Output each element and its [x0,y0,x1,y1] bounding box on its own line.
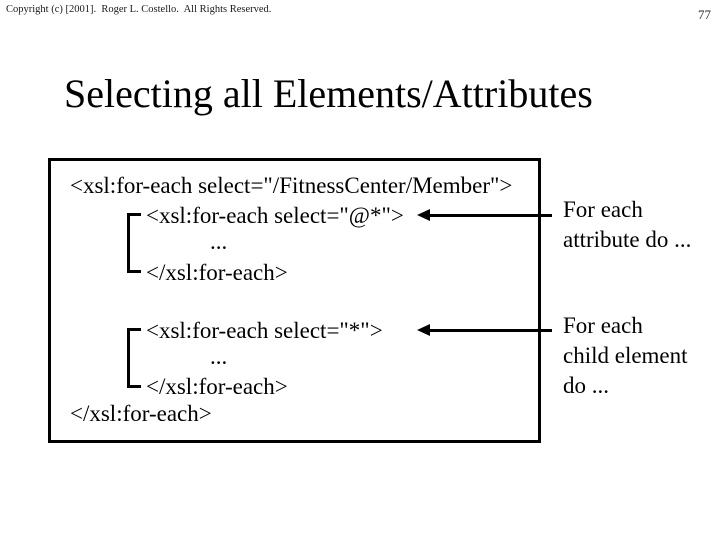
code-line-outer-open: <xsl:for-each select="/FitnessCenter/Mem… [70,173,513,198]
annotation-line: For each [563,313,643,338]
arrow-line [428,329,552,332]
annotation-attribute: For each attribute do ... [563,195,691,255]
code-line-attr-close: </xsl:for-each> [146,260,288,285]
group-bracket-icon [127,213,141,273]
annotation-line: child element [563,343,688,368]
code-line-elem-open: <xsl:for-each select="*"> [146,318,383,343]
page-title: Selecting all Elements/Attributes [64,71,593,116]
arrow-head-icon [417,209,430,221]
code-box [48,158,541,443]
code-line-outer-close: </xsl:for-each> [70,401,212,426]
arrow-line [428,214,552,217]
group-bracket-icon [127,328,141,388]
annotation-line: do ... [563,373,609,398]
annotation-line: For each [563,197,643,222]
code-line-ellipsis: ... [210,344,228,369]
arrow-head-icon [417,324,430,336]
code-line-attr-open: <xsl:for-each select="@*"> [146,203,404,228]
page-number: 77 [698,7,711,22]
annotation-child-element: For each child element do ... [563,311,688,401]
copyright-text: Copyright (c) [2001]. Roger L. Costello.… [6,4,272,15]
annotation-line: attribute do ... [563,227,692,252]
code-line-elem-close: </xsl:for-each> [146,374,288,399]
code-line-ellipsis: ... [210,229,228,254]
